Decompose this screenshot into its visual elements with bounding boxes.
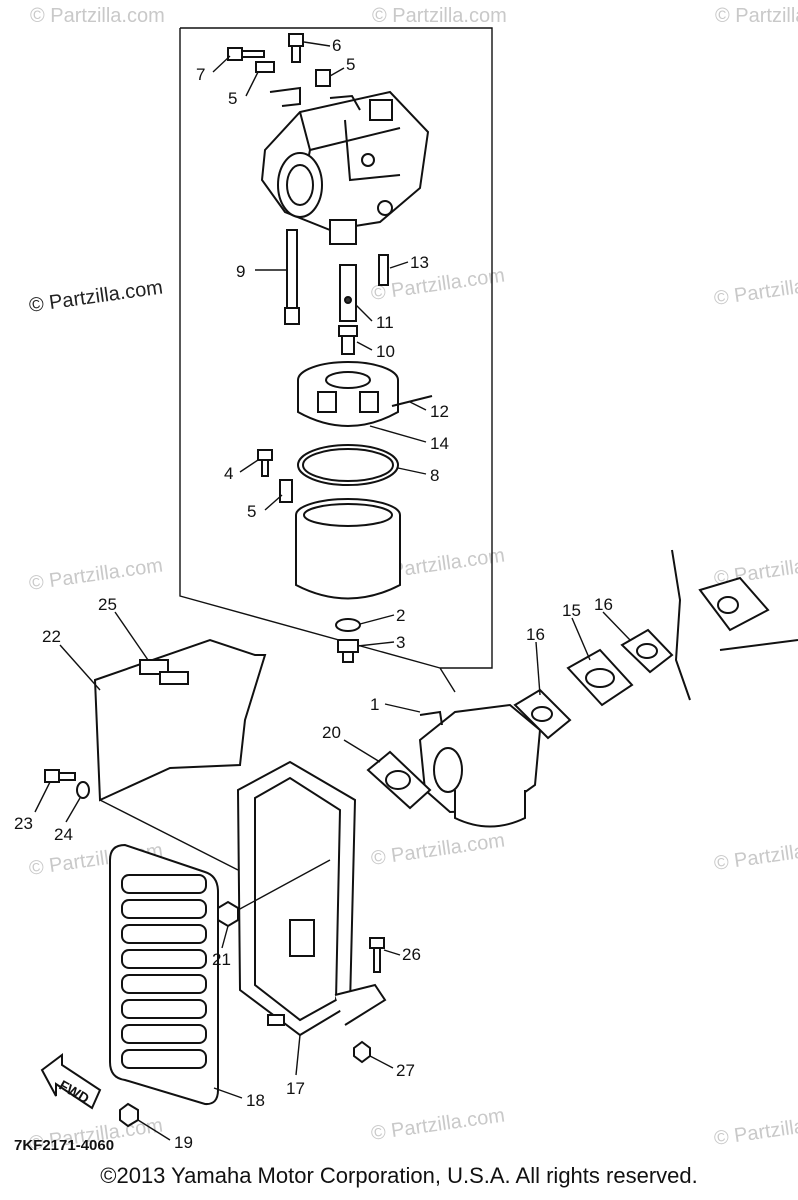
callout-14: 14 [430,434,449,453]
spring-5-top [315,69,331,87]
washer-2 [335,618,361,632]
filter-element-18 [109,843,219,1106]
watermark: © Partzilla.com [713,269,798,310]
callout-5: 5 [247,502,256,521]
callout-3: 3 [396,633,405,652]
drain-screw-3 [337,639,359,663]
screw-7 [227,47,265,61]
callout-22: 22 [42,627,61,646]
bolt-23 [44,769,76,783]
callout-25: 25 [98,595,117,614]
float-chamber-gasket-8 [297,444,399,486]
main-jet-10 [338,325,358,355]
callout-15: 15 [562,601,581,620]
copyright-notice: ©2013 Yamaha Motor Corporation, U.S.A. A… [100,1163,698,1188]
engine-block-fragment [671,549,798,701]
callout-21: 21 [212,950,231,969]
bolt-19 [119,1102,139,1128]
drawing-code: 7KF2171-4060 [14,1137,114,1154]
callout-6: 6 [332,36,341,55]
watermark: © Partzilla.com [713,1109,798,1150]
watermark: © Partzilla.com [370,264,507,305]
callout-20: 20 [322,723,341,742]
watermark: © Partzilla.com [370,1104,507,1145]
callout-labels: 7 5 6 5 9 13 11 10 12 14 8 4 5 2 3 1 16 … [14,36,613,1152]
callout-2: 2 [396,606,405,625]
callout-13: 13 [410,253,429,272]
screw-4 [257,449,273,477]
callout-16: 16 [526,625,545,644]
callout-27: 27 [396,1061,415,1080]
callout-23: 23 [14,814,33,833]
callout-19: 19 [174,1133,193,1152]
watermark: © Partzilla.com [370,829,507,870]
fwd-arrow-icon [40,1053,102,1110]
callout-7: 7 [196,65,205,84]
float-14 [297,361,399,427]
nut-21 [217,900,239,928]
carburetor-assembly-1 [418,703,542,828]
gasket-16-right [620,628,674,674]
callout-5: 5 [228,89,237,108]
watermark: © Partzilla.com [28,276,165,317]
callout-16: 16 [594,595,613,614]
gasket-16-left [513,688,572,740]
watermark: © Partzilla.com [713,834,798,875]
callout-1: 1 [370,695,379,714]
screw-26 [369,937,385,973]
callout-5: 5 [346,55,355,74]
spring-5-left [255,61,275,73]
air-cleaner-cover-22 [93,638,267,802]
callout-24: 24 [54,825,73,844]
watermark: © Partzilla.com [715,5,798,27]
main-nozzle-11 [339,264,357,322]
carburetor-body-exploded [260,86,430,245]
pilot-jet-13 [378,254,389,286]
gasket-20 [366,750,432,810]
float-pin-12 [391,395,433,407]
callout-10: 10 [376,342,395,361]
watermark: © Partzilla.com [28,554,165,595]
drain-tube-9 [284,229,300,325]
alignment-lines [99,799,331,911]
callout-26: 26 [402,945,421,964]
callout-12: 12 [430,402,449,421]
float-chamber-bowl [295,498,401,600]
callout-9: 9 [236,262,245,281]
screw-6 [288,33,304,63]
leader-lines [34,41,631,1141]
callout-11: 11 [376,313,394,332]
callout-18: 18 [246,1091,265,1110]
callout-4: 4 [224,464,233,483]
callout-8: 8 [430,466,439,485]
watermark: © Partzilla.com [30,5,165,27]
air-cleaner-case-17 [236,760,387,1037]
spring-5-mid [279,479,293,503]
watermark: © Partzilla.com [372,5,507,27]
insulator-15 [566,648,634,707]
nut-27 [353,1040,371,1064]
callout-17: 17 [286,1079,305,1098]
washer-24 [76,781,90,799]
